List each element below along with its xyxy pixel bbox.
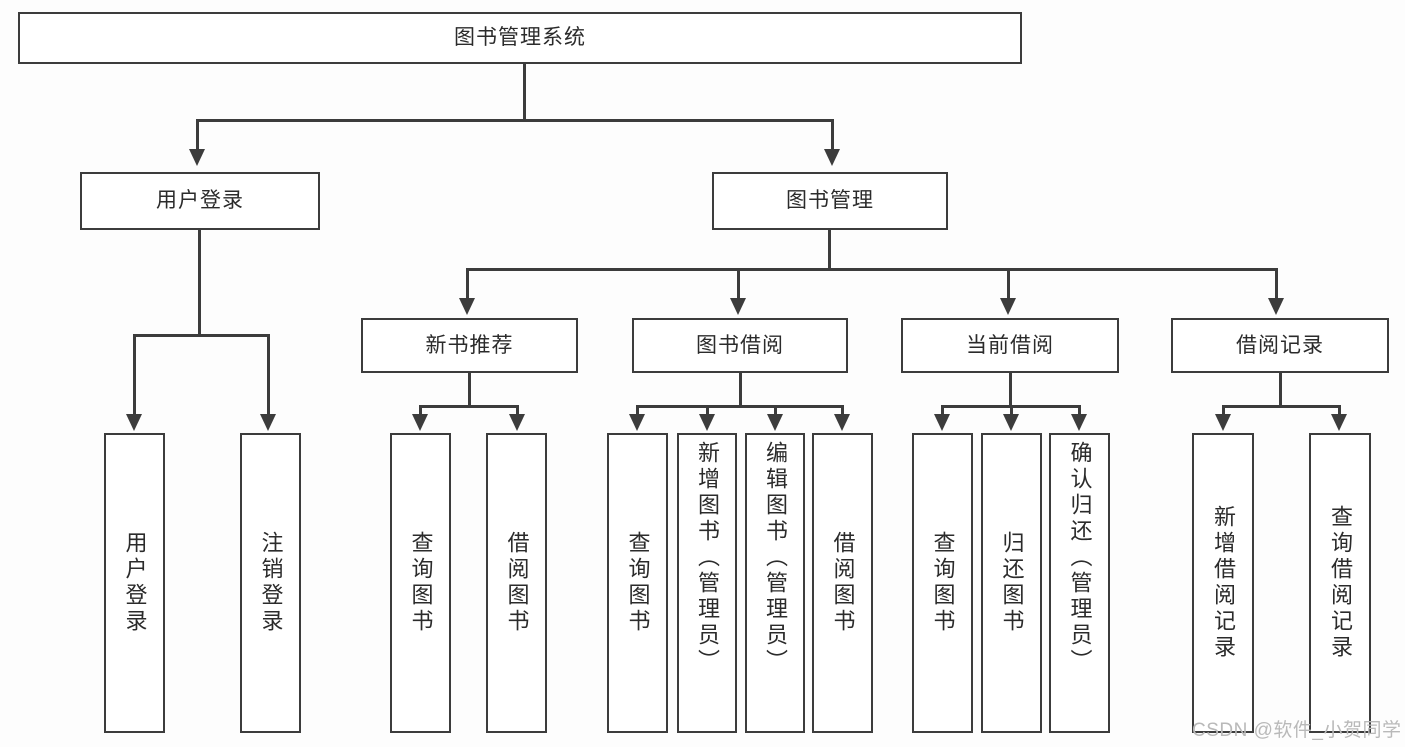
node-current-borrow[interactable]: 当前借阅: [901, 318, 1119, 373]
arrowhead-bb-query-book: [629, 414, 645, 431]
node-label: 查询图书: [408, 531, 434, 635]
arrowhead-cb-confirm-return: [1071, 414, 1087, 431]
arrowhead-bb-edit-book: [767, 414, 783, 431]
leaf-cb-return-book[interactable]: 归还图书: [981, 433, 1042, 733]
leaf-nb-borrow-book[interactable]: 借阅图书: [486, 433, 547, 733]
node-label: 新增图书（管理员）: [695, 441, 720, 675]
node-label: 借阅图书: [504, 531, 530, 635]
leaf-br-query-record[interactable]: 查询借阅记录: [1309, 433, 1371, 733]
node-label: 归还图书: [999, 531, 1025, 635]
arrowhead-nb-query-book: [412, 414, 428, 431]
connector-book-manage-drop-1: [466, 268, 469, 300]
connector-new-book-stem: [468, 373, 471, 406]
arrowhead-leaf-logout: [260, 414, 276, 431]
connector-cb-drop-3: [1078, 405, 1081, 416]
leaf-cb-confirm-return[interactable]: 确认归还（管理员）: [1049, 433, 1110, 733]
node-label: 编辑图书（管理员）: [763, 441, 788, 675]
node-label: 图书管理系统: [454, 26, 586, 50]
connector-user-login-bus: [133, 334, 269, 337]
node-new-book-recommend[interactable]: 新书推荐: [361, 318, 578, 373]
connector-book-manage-bus: [466, 268, 1278, 271]
node-book-borrow[interactable]: 图书借阅: [632, 318, 848, 373]
connector-bb-drop-3: [774, 405, 777, 416]
connector-bb-drop-2: [706, 405, 709, 416]
connector-book-borrow-bus: [636, 405, 844, 408]
connector-current-borrow-stem: [1009, 373, 1012, 406]
connector-book-manage-drop-3: [1007, 268, 1010, 300]
leaf-bb-add-book[interactable]: 新增图书（管理员）: [677, 433, 737, 733]
node-user-login[interactable]: 用户登录: [80, 172, 320, 230]
arrowhead-bb-borrow-book: [834, 414, 850, 431]
arrowhead-bb-add-book: [699, 414, 715, 431]
connector-new-book-bus: [419, 405, 519, 408]
arrowhead-new-book-recommend: [459, 298, 475, 315]
node-label: 注销登录: [258, 531, 284, 635]
node-label: 查询图书: [625, 531, 651, 635]
node-book-management[interactable]: 图书管理: [712, 172, 948, 230]
arrowhead-leaf-user-login: [126, 414, 142, 431]
arrowhead-nb-borrow-book: [509, 414, 525, 431]
leaf-br-add-record[interactable]: 新增借阅记录: [1192, 433, 1254, 733]
arrowhead-borrow-record: [1268, 298, 1284, 315]
connector-br-drop-1: [1222, 405, 1225, 416]
node-label: 图书借阅: [696, 333, 784, 357]
arrowhead-book-manage: [824, 149, 840, 166]
node-label: 确认归还（管理员）: [1067, 441, 1093, 675]
node-label: 借阅图书: [830, 531, 856, 635]
arrowhead-br-query-record: [1331, 414, 1347, 431]
arrowhead-br-add-record: [1215, 414, 1231, 431]
node-label: 查询图书: [930, 531, 956, 635]
arrowhead-book-borrow: [730, 298, 746, 315]
connector-bb-drop-1: [636, 405, 639, 416]
connector-user-login-drop-2: [267, 334, 270, 416]
arrowhead-cb-query-book: [934, 414, 950, 431]
connector-root-to-book-manage: [831, 119, 834, 151]
node-label: 新书推荐: [425, 333, 514, 357]
node-label: 新增借阅记录: [1211, 505, 1236, 661]
leaf-nb-query-book[interactable]: 查询图书: [390, 433, 451, 733]
leaf-cb-query-book[interactable]: 查询图书: [912, 433, 973, 733]
connector-br-drop-2: [1338, 405, 1341, 416]
connector-book-manage-stem: [828, 230, 831, 269]
connector-borrow-record-stem: [1279, 373, 1282, 406]
leaf-bb-edit-book[interactable]: 编辑图书（管理员）: [745, 433, 805, 733]
leaf-bb-borrow-book[interactable]: 借阅图书: [812, 433, 873, 733]
arrowhead-current-borrow: [1000, 298, 1016, 315]
node-label: 借阅记录: [1236, 333, 1324, 357]
connector-cb-drop-2: [1010, 405, 1013, 416]
arrowhead-user-login: [189, 149, 205, 166]
connector-bb-drop-4: [841, 405, 844, 416]
connector-user-login-drop-1: [133, 334, 136, 416]
connector-user-login-stem: [198, 230, 201, 335]
connector-book-manage-drop-4: [1275, 268, 1278, 300]
connector-root-bus: [196, 119, 834, 122]
node-label: 当前借阅: [966, 333, 1054, 357]
connector-root-stem: [523, 64, 526, 120]
node-label: 用户登录: [122, 531, 148, 635]
connector-root-to-user-login: [196, 119, 199, 151]
connector-new-book-drop-2: [516, 405, 519, 416]
connector-book-borrow-stem: [739, 373, 742, 406]
connector-cb-drop-1: [941, 405, 944, 416]
node-root-system[interactable]: 图书管理系统: [18, 12, 1022, 64]
node-label: 图书管理: [786, 189, 874, 213]
connector-book-manage-drop-2: [737, 268, 740, 300]
connector-new-book-drop-1: [419, 405, 422, 416]
node-label: 查询借阅记录: [1328, 505, 1353, 661]
node-borrow-record[interactable]: 借阅记录: [1171, 318, 1389, 373]
node-label: 用户登录: [156, 189, 244, 213]
leaf-bb-query-book[interactable]: 查询图书: [607, 433, 668, 733]
connector-borrow-record-bus: [1222, 405, 1341, 408]
arrowhead-cb-return-book: [1003, 414, 1019, 431]
leaf-user-login[interactable]: 用户登录: [104, 433, 165, 733]
leaf-logout[interactable]: 注销登录: [240, 433, 301, 733]
